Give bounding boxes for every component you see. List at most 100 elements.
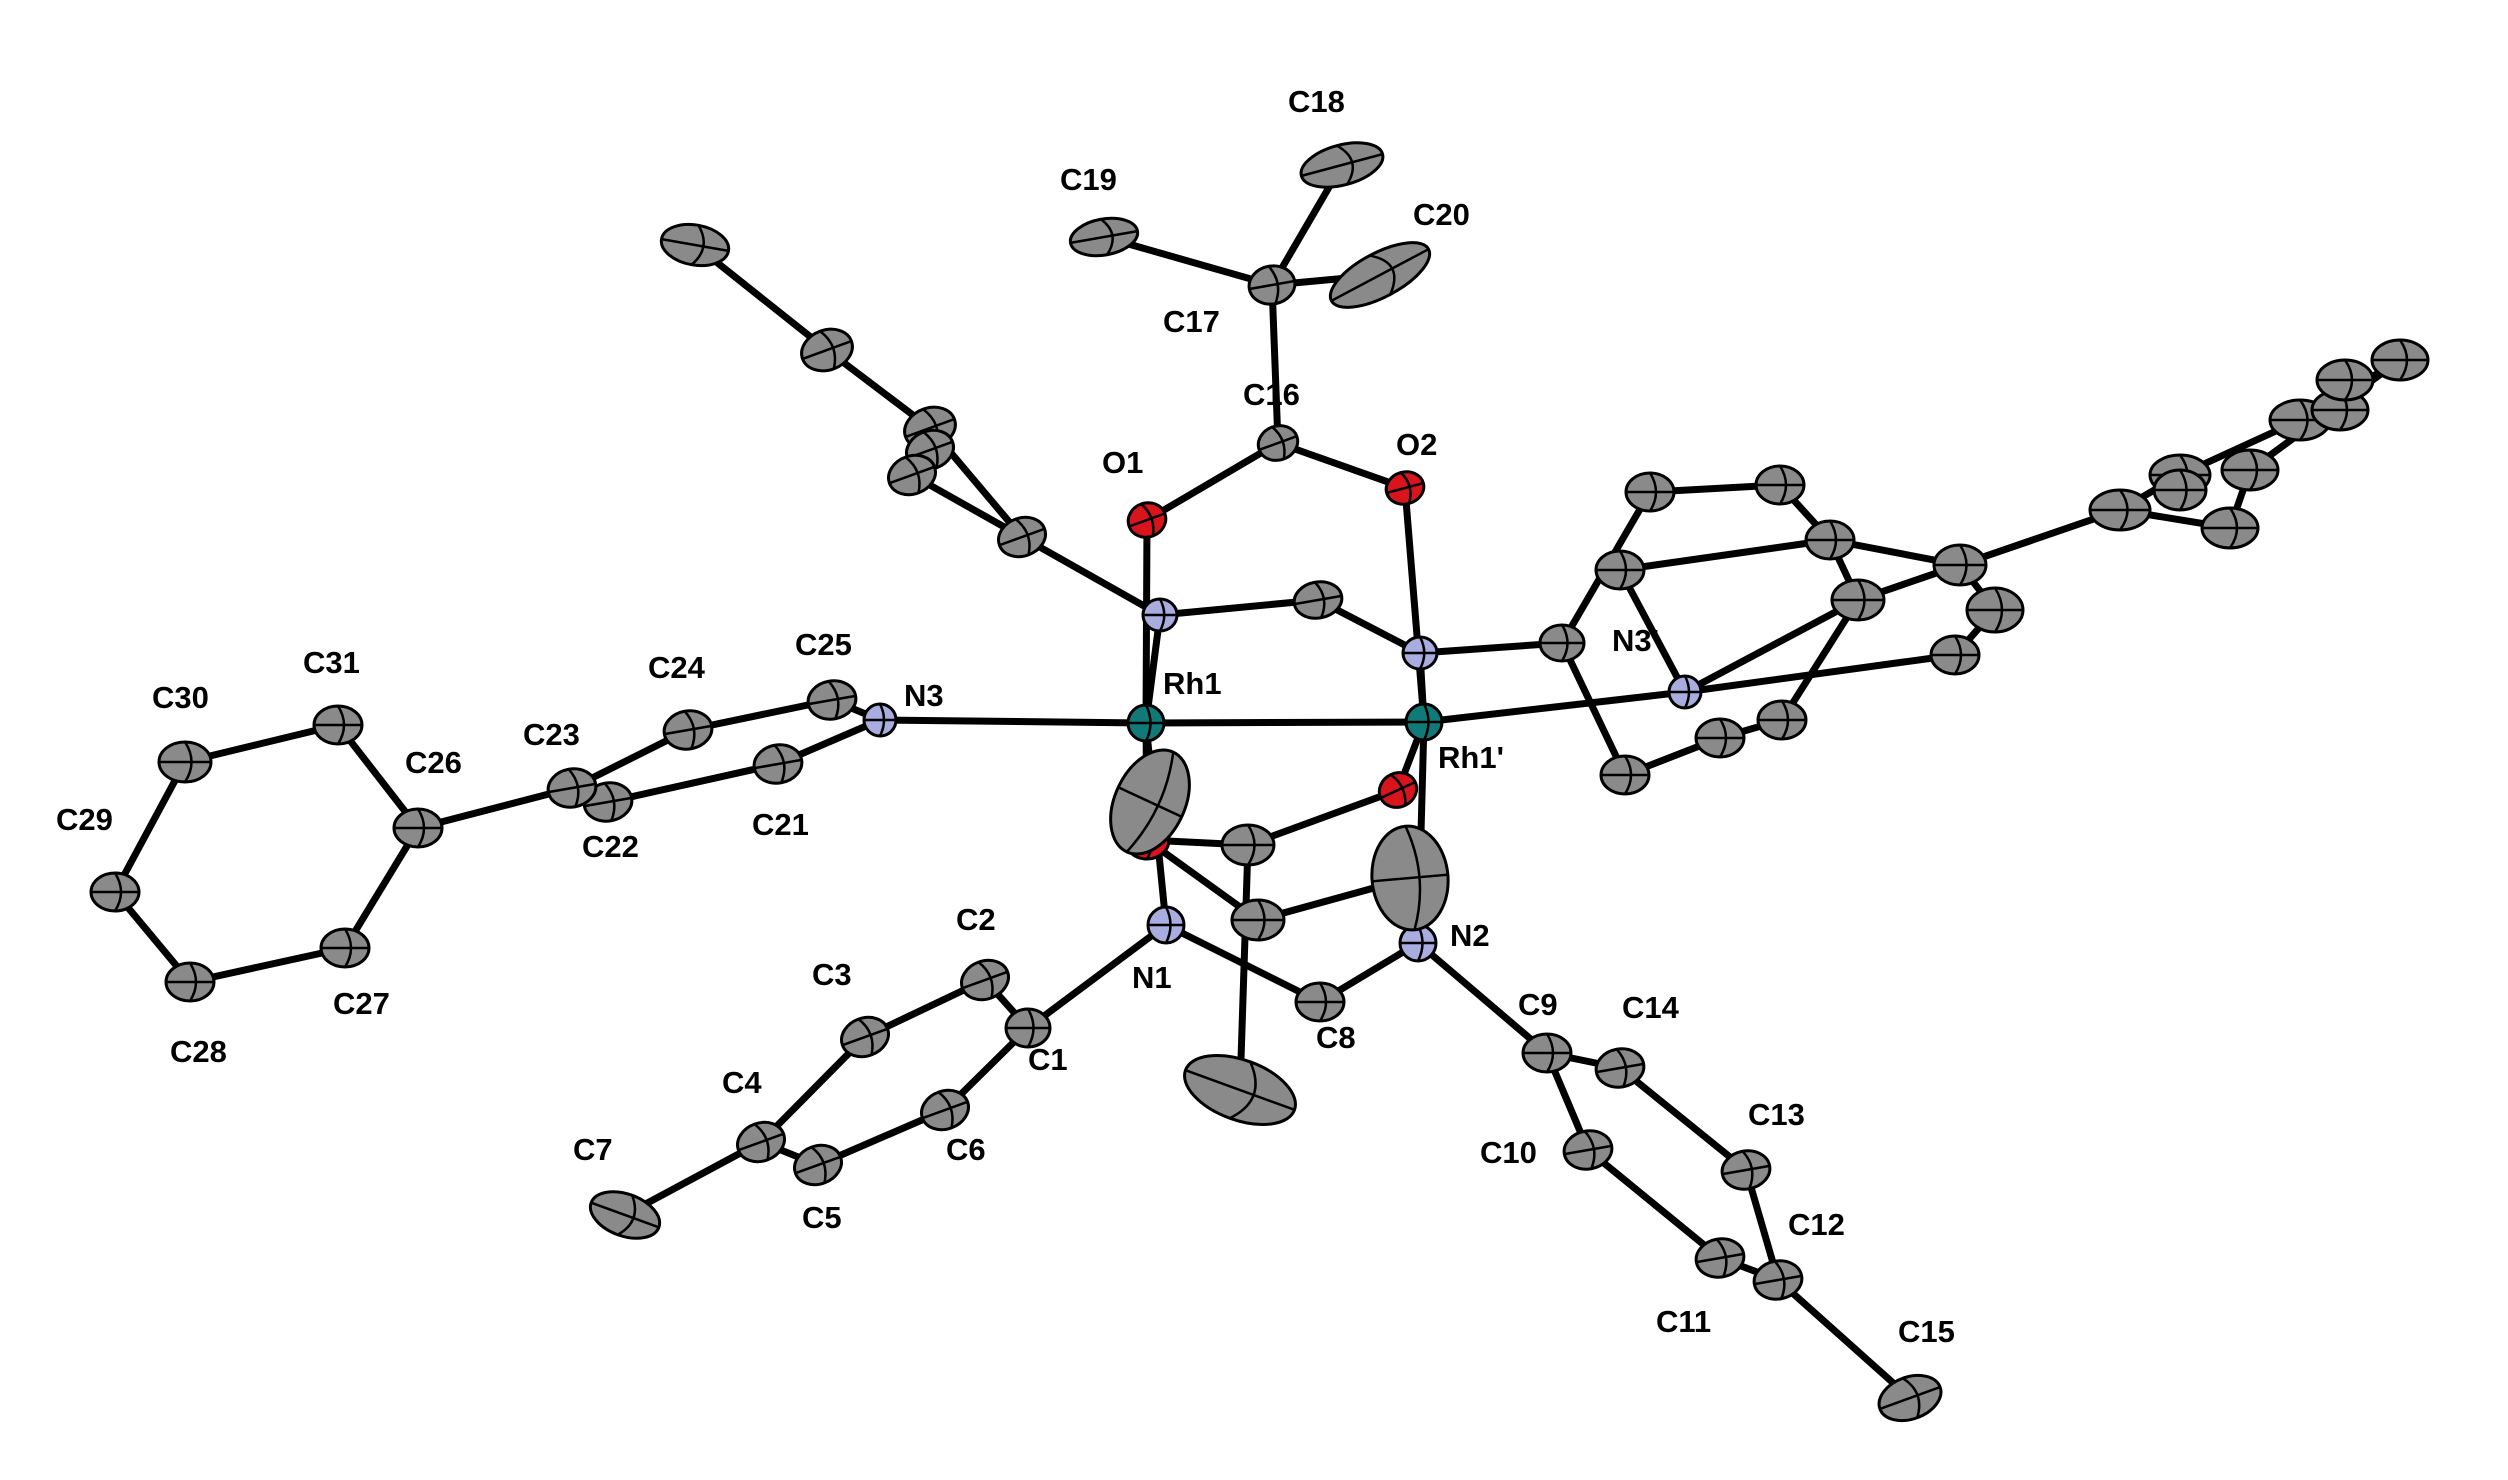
bond-p11-p3 bbox=[1616, 536, 1834, 574]
label-rh1: Rh1 bbox=[1163, 666, 1222, 701]
atom-o2 bbox=[1384, 470, 1426, 506]
atom-ta6 bbox=[887, 453, 937, 497]
bond-c27-c26 bbox=[341, 824, 422, 952]
atom-labels-layer: C1 C2 C3 C4 C5 C6 C7 C8 C9 C10 C11 C12 C… bbox=[56, 84, 1955, 1349]
bond-n2-c9 bbox=[1414, 939, 1551, 1057]
atom-rh1p bbox=[1404, 702, 1444, 742]
atom-p6 bbox=[1929, 634, 1981, 676]
atom-n1 bbox=[1146, 905, 1186, 945]
atom-p9 bbox=[1694, 717, 1746, 759]
bond-tb2-tb4 bbox=[1236, 841, 1252, 1094]
atom-p10 bbox=[1599, 754, 1651, 796]
label-c8: C8 bbox=[1316, 1020, 1356, 1055]
bonds-layer bbox=[111, 161, 2404, 1402]
label-o1: O1 bbox=[1102, 445, 1143, 480]
bond-c30-c29 bbox=[111, 758, 189, 896]
label-c2: C2 bbox=[956, 902, 996, 937]
atom-tb5 bbox=[1370, 824, 1450, 932]
bond-n1-c1 bbox=[1024, 921, 1170, 1032]
bond-c14-c13 bbox=[1616, 1064, 1750, 1174]
label-c6: C6 bbox=[946, 1132, 986, 1167]
atom-cba bbox=[1292, 580, 1344, 620]
label-c27: C27 bbox=[333, 986, 390, 1021]
label-c12: C12 bbox=[1788, 1207, 1845, 1242]
bond-c11-c10 bbox=[1584, 1146, 1724, 1262]
atom-o1 bbox=[1126, 501, 1168, 539]
atom-c28 bbox=[164, 961, 216, 1003]
label-c30: C30 bbox=[152, 680, 209, 715]
atom-c14 bbox=[1594, 1047, 1646, 1089]
bond-o1-c16 bbox=[1143, 439, 1282, 524]
atom-c26 bbox=[392, 807, 444, 849]
atom-p12 bbox=[2088, 488, 2152, 532]
atom-nb1 bbox=[1141, 597, 1179, 633]
bond-p7-p8 bbox=[1778, 596, 1862, 724]
atom-tb2 bbox=[1220, 823, 1276, 867]
bond-n3p-p6 bbox=[1681, 651, 1959, 696]
atom-p19 bbox=[2200, 506, 2260, 550]
atom-c7 bbox=[588, 1190, 662, 1240]
atom-p11 bbox=[1594, 549, 1646, 591]
label-c26: C26 bbox=[405, 745, 462, 780]
atom-c24 bbox=[662, 709, 714, 751]
atom-c31 bbox=[312, 704, 364, 746]
label-o2: O2 bbox=[1396, 427, 1437, 462]
atom-c8 bbox=[1294, 981, 1346, 1023]
label-c1: C1 bbox=[1028, 1042, 1068, 1077]
atom-p16 bbox=[2370, 338, 2430, 382]
atom-p1 bbox=[1624, 471, 1676, 513]
atom-p2 bbox=[1754, 464, 1806, 506]
label-c29: C29 bbox=[56, 802, 113, 837]
bond-c12-c15 bbox=[1774, 1276, 1914, 1402]
atom-c15 bbox=[1877, 1373, 1943, 1423]
atom-tb4 bbox=[1183, 1054, 1297, 1126]
label-c3: C3 bbox=[812, 957, 852, 992]
atom-p17 bbox=[2315, 358, 2375, 402]
atom-c21 bbox=[752, 743, 804, 785]
atom-c11 bbox=[1694, 1237, 1746, 1279]
atom-p18 bbox=[2220, 448, 2280, 492]
atom-c13 bbox=[1720, 1149, 1772, 1191]
atom-c20 bbox=[1328, 241, 1432, 309]
label-c9: C9 bbox=[1518, 987, 1558, 1022]
label-c25: C25 bbox=[795, 627, 852, 662]
label-c17: C17 bbox=[1163, 304, 1220, 339]
atom-ta1 bbox=[997, 515, 1047, 559]
bond-o2-c16 bbox=[1274, 439, 1409, 492]
label-rh1-prime: Rh1' bbox=[1438, 740, 1504, 775]
atom-p3 bbox=[1804, 519, 1856, 561]
atom-n3p bbox=[1667, 674, 1703, 710]
atom-c10 bbox=[1562, 1129, 1614, 1171]
atom-p7 bbox=[1830, 578, 1886, 622]
bond-rh1-rh1p bbox=[1142, 718, 1428, 727]
atom-c17 bbox=[1247, 264, 1297, 306]
atom-ta4 bbox=[659, 222, 731, 268]
label-c24: C24 bbox=[648, 650, 706, 685]
bond-c3-c4 bbox=[757, 1033, 869, 1146]
bond-c23-c26 bbox=[414, 784, 576, 832]
label-c11: C11 bbox=[1656, 1304, 1711, 1339]
bond-nb1-cba bbox=[1156, 596, 1322, 619]
atom-c19 bbox=[1068, 216, 1140, 258]
label-c23: C23 bbox=[523, 717, 580, 752]
atom-c5 bbox=[793, 1143, 843, 1187]
label-c10: C10 bbox=[1480, 1135, 1537, 1170]
label-c14: C14 bbox=[1622, 990, 1680, 1025]
label-n3: N3 bbox=[904, 678, 944, 713]
bond-n3p-p11 bbox=[1616, 566, 1689, 696]
label-c31: C31 bbox=[303, 645, 360, 680]
label-c7: C7 bbox=[573, 1132, 613, 1167]
bond-o3-tb2 bbox=[1244, 786, 1402, 849]
bond-c28-c27 bbox=[186, 944, 349, 986]
atom-cbb bbox=[1538, 623, 1586, 663]
bond-c16-c17 bbox=[1268, 281, 1282, 447]
atom-tb3 bbox=[1230, 898, 1286, 942]
atom-c2 bbox=[960, 958, 1010, 1002]
label-c18: C18 bbox=[1288, 84, 1345, 119]
atom-p5 bbox=[1965, 586, 2025, 634]
label-c13: C13 bbox=[1748, 1097, 1805, 1132]
atom-ta3 bbox=[800, 327, 854, 373]
bond-n3p-p7 bbox=[1681, 596, 1862, 696]
atom-c29 bbox=[89, 871, 141, 913]
atom-n3 bbox=[862, 702, 898, 738]
